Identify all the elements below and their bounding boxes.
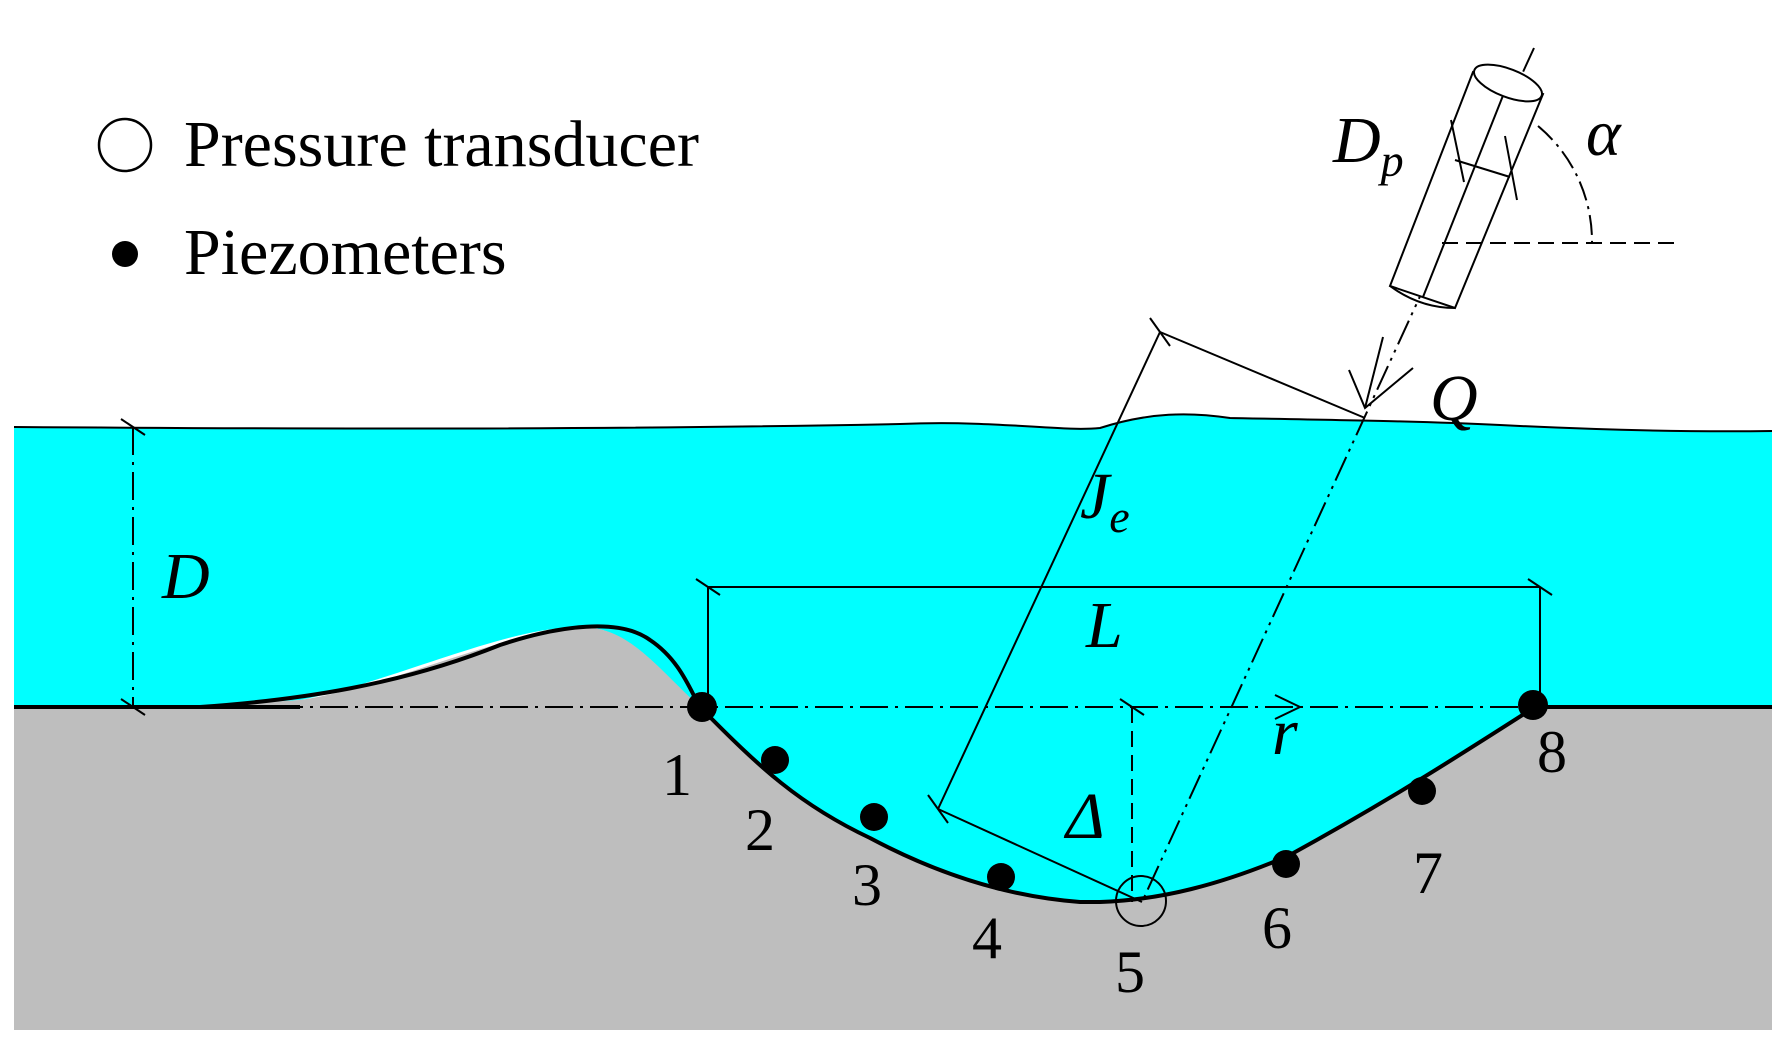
piezometer-1 — [687, 692, 717, 722]
point-label-7: 7 — [1413, 840, 1443, 906]
piezometer-8 — [1518, 690, 1548, 720]
Je-extension-top — [1159, 331, 1366, 419]
symbol-Q: Q — [1430, 362, 1478, 435]
piezometer-2 — [761, 746, 789, 774]
water-surface — [13, 413, 1773, 433]
water-region — [14, 414, 1772, 902]
jet-pipe — [1388, 63, 1545, 310]
legend: Pressure transducer Piezometers — [97, 108, 699, 289]
point-label-4: 4 — [972, 905, 1002, 971]
L-tick-right — [1527, 578, 1553, 596]
Je-tick-top — [1149, 317, 1171, 347]
point-label-3: 3 — [852, 852, 882, 918]
Dp-tick-left — [1450, 119, 1465, 183]
point-label-8: 8 — [1537, 719, 1567, 785]
Je-extension-bottom — [937, 808, 1143, 903]
point-label-1: 1 — [662, 742, 692, 808]
legend-transducer-label: Pressure transducer — [184, 108, 699, 181]
symbol-r: r — [1272, 696, 1298, 769]
Je-dimension-line — [937, 331, 1161, 810]
point-label-5: 5 — [1115, 939, 1145, 1005]
symbol-D: D — [161, 540, 210, 613]
Dp-tick-right — [1504, 135, 1518, 201]
symbol-alpha: α — [1586, 97, 1622, 170]
angle-arc — [1537, 125, 1594, 244]
sediment-bed — [14, 628, 1772, 1030]
legend-transducer-symbol — [97, 117, 153, 173]
symbol-delta: Δ — [1063, 780, 1105, 853]
depth-tick-top — [120, 418, 146, 436]
delta-tick — [1119, 698, 1145, 716]
Q-arrowhead — [1348, 367, 1414, 410]
piezometer-6 — [1272, 850, 1300, 878]
Q-arrow-shaft — [1364, 336, 1384, 409]
Dp-dimension-line — [1454, 159, 1511, 178]
Je-tick-bottom — [927, 794, 949, 824]
point-label-6: 6 — [1262, 895, 1292, 961]
legend-piezometer-symbol — [112, 241, 138, 267]
r-axis-arrowhead — [1274, 694, 1303, 720]
L-tick-left — [695, 578, 721, 596]
piezometer-4 — [987, 863, 1015, 891]
legend-piezometer-label: Piezometers — [184, 216, 507, 289]
symbol-Dp: Dp — [1332, 104, 1404, 186]
depth-tick-bottom — [120, 698, 146, 716]
symbol-L: L — [1085, 589, 1123, 662]
piezometer-3 — [860, 803, 888, 831]
symbol-Je: Je — [1080, 460, 1130, 542]
point-label-2: 2 — [745, 797, 775, 863]
pressure-transducer-5 — [1115, 875, 1167, 927]
piezometer-7 — [1408, 777, 1436, 805]
